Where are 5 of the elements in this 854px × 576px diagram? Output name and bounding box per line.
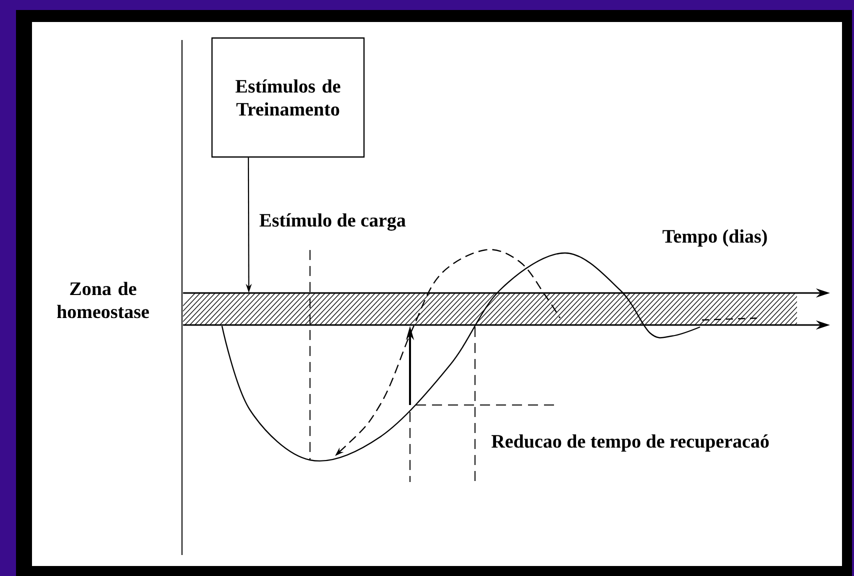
axis-label: Reducao de tempo de recuperacaó <box>492 434 769 452</box>
stimulus-box: Estímulos de Treinamento <box>211 37 365 158</box>
band-label: Zona de homeostase <box>57 282 149 318</box>
axis-label: Estímulo de carga <box>260 213 406 231</box>
axis-label: Tempo (dias) <box>662 229 767 247</box>
